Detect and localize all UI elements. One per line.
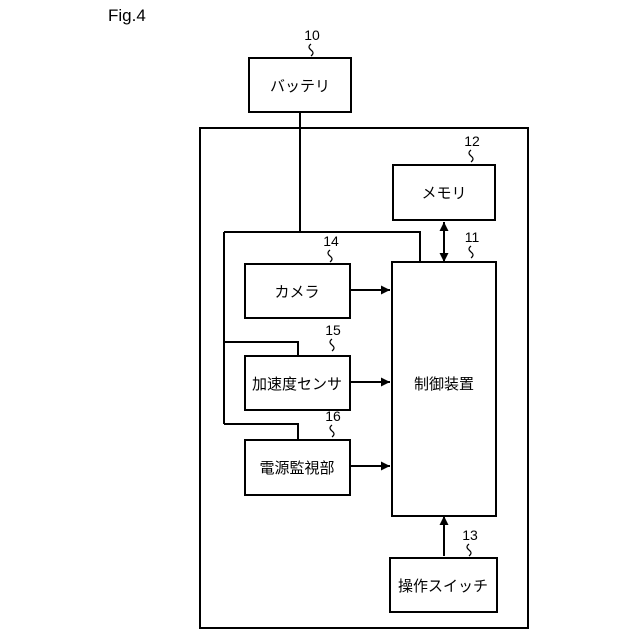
ref-11-text: 11 bbox=[465, 229, 480, 245]
camera-block: カメラ bbox=[245, 264, 350, 318]
memory-block: メモリ bbox=[393, 165, 495, 220]
switch-label: 操作スイッチ bbox=[398, 577, 488, 595]
ref-13-text: 13 bbox=[462, 527, 478, 543]
ref-15-text: 15 bbox=[325, 322, 341, 338]
battery-block: バッテリ bbox=[249, 58, 351, 112]
power-monitor-label: 電源監視部 bbox=[259, 459, 334, 477]
ref-10: 10 bbox=[304, 27, 320, 56]
ref-12-text: 12 bbox=[464, 133, 480, 149]
camera-label: カメラ bbox=[274, 283, 319, 301]
accelerometer-block: 加速度センサ bbox=[245, 356, 350, 410]
memory-label: メモリ bbox=[421, 184, 466, 202]
switch-block: 操作スイッチ bbox=[390, 558, 497, 612]
controller-block: 制御装置 bbox=[392, 262, 496, 516]
ref-14-text: 14 bbox=[323, 233, 339, 249]
ref-10-text: 10 bbox=[304, 27, 320, 43]
accelerometer-label: 加速度センサ bbox=[252, 375, 342, 393]
battery-label: バッテリ bbox=[270, 77, 330, 95]
ref-16-text: 16 bbox=[325, 408, 341, 424]
power-monitor-block: 電源監視部 bbox=[245, 440, 350, 495]
controller-label: 制御装置 bbox=[414, 375, 474, 393]
